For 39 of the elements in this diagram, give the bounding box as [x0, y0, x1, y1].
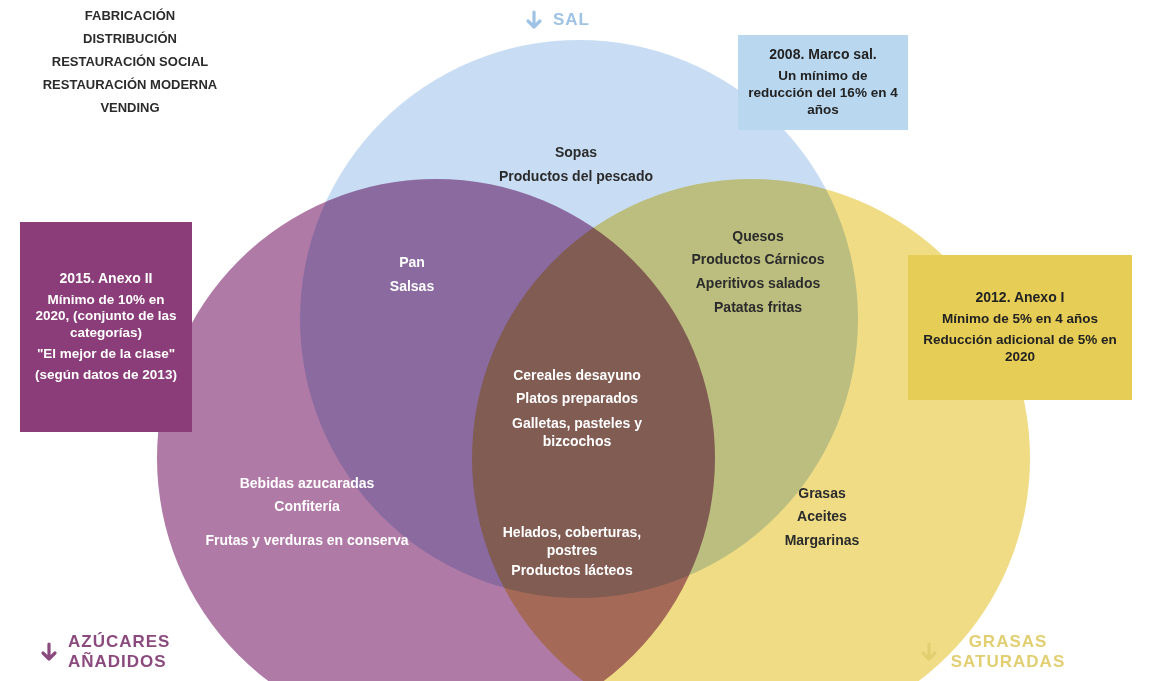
box-text: (según datos de 2013): [35, 367, 177, 384]
target-box: [738, 35, 908, 130]
box-text: Reducción adicional de 5% en 2020: [922, 331, 1118, 366]
box-title: 2015. Anexo II: [59, 270, 153, 288]
food-category-label: Galletas, pasteles y bizcochos: [511, 413, 643, 451]
food-category-label: Pan: [398, 252, 426, 272]
category-heading: AZÚCARES AÑADIDOS: [68, 632, 172, 672]
sector-label: VENDING: [99, 99, 161, 117]
sector-label: FABRICACIÓN: [83, 7, 177, 25]
food-category-label: Grasas: [797, 483, 847, 503]
food-category-label: Patatas fritas: [713, 297, 803, 317]
food-category-label: Productos del pescado: [497, 166, 654, 186]
category-heading: GRASAS SATURADAS: [949, 632, 1067, 672]
target-box: [20, 222, 192, 432]
box-text: Un mínimo de reducción del 16% en 4 años: [748, 67, 898, 119]
food-category-label: Productos Cárnicos: [690, 249, 826, 269]
food-category-label: Salsas: [388, 276, 436, 296]
box-text: Mínimo de 10% en 2020, (conjunto de las categorías): [34, 291, 178, 343]
food-category-label: Margarinas: [783, 530, 861, 550]
box-text: "El mejor de la clase": [36, 346, 176, 364]
sector-label: DISTRIBUCIÓN: [82, 30, 178, 48]
food-category-label: Frutas y verduras en conserva: [204, 530, 410, 550]
box-title: 2008. Marco sal.: [769, 46, 877, 64]
category-heading: SAL: [553, 10, 591, 30]
sector-label: RESTAURACIÓN SOCIAL: [50, 53, 210, 71]
food-category-label: Helados, coberturas, postres: [501, 522, 643, 560]
food-category-label: Quesos: [731, 226, 785, 246]
box-text: Mínimo de 5% en 4 años: [941, 310, 1098, 328]
food-category-label: Sopas: [554, 142, 598, 162]
food-category-label: Aperitivos salados: [694, 273, 822, 293]
food-category-label: Aceites: [796, 506, 848, 526]
food-category-label: Confitería: [273, 496, 341, 516]
target-box: [908, 255, 1132, 400]
food-category-label: Platos preparados: [514, 388, 640, 408]
sector-label: RESTAURACIÓN MODERNA: [41, 76, 219, 94]
food-category-label: Productos lácteos: [510, 560, 634, 580]
food-category-label: Bebidas azucaradas: [238, 473, 376, 493]
box-title: 2012. Anexo I: [975, 289, 1065, 307]
food-category-label: Cereales desayuno: [512, 365, 642, 385]
